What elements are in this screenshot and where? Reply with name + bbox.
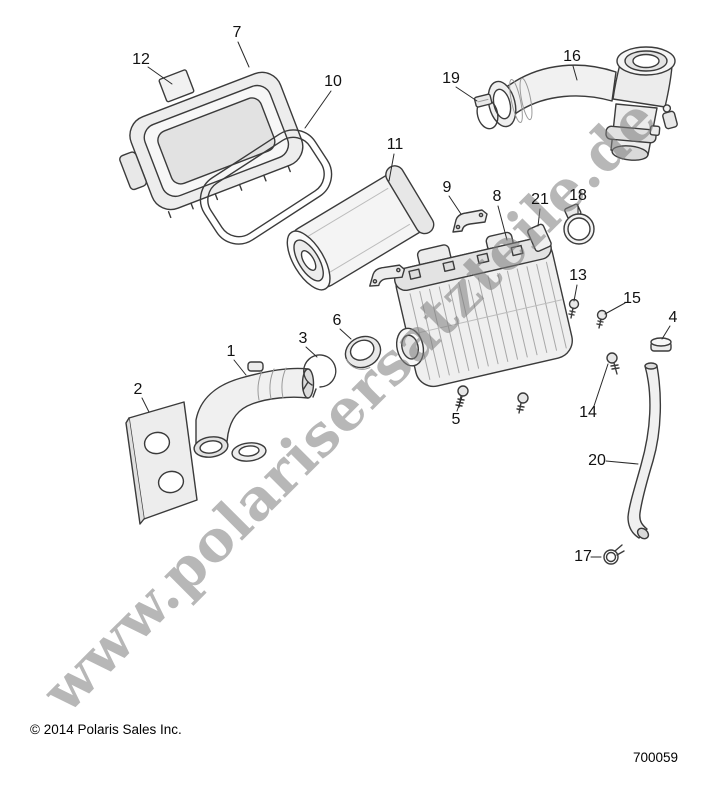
part-screw-15-drawing xyxy=(596,309,608,329)
callout-19: 19 xyxy=(442,70,460,87)
callout-5: 5 xyxy=(451,411,461,428)
part-clamp-17-drawing xyxy=(603,544,625,565)
callout-12: 12 xyxy=(132,51,150,68)
part-cap-4-drawing xyxy=(650,337,672,352)
part-clamp-3-drawing xyxy=(302,354,337,398)
part-ring-6-drawing xyxy=(344,335,382,370)
part-boot-drawing xyxy=(193,361,315,462)
callout-8: 8 xyxy=(492,188,502,205)
callout-10: 10 xyxy=(324,73,342,90)
part-clamp-18-drawing xyxy=(563,203,595,245)
callout-4: 4 xyxy=(668,309,678,326)
part-intake-duct-drawing xyxy=(487,46,678,161)
callout-2: 2 xyxy=(133,381,143,398)
callout-18: 18 xyxy=(569,187,587,204)
callout-6: 6 xyxy=(332,312,342,329)
part-filter-drawing xyxy=(286,165,435,291)
callout-16: 16 xyxy=(563,48,581,65)
figure-part-number: 700059 xyxy=(632,750,678,765)
part-bolt-drawing xyxy=(516,392,529,414)
callout-15: 15 xyxy=(623,290,641,307)
callout-9: 9 xyxy=(442,179,452,196)
part-pad-21-drawing xyxy=(527,223,552,252)
copyright-text: © 2014 Polaris Sales Inc. xyxy=(30,722,182,737)
part-cover-drawing xyxy=(119,71,304,219)
callout-1: 1 xyxy=(226,343,236,360)
callout-3: 3 xyxy=(298,330,308,347)
part-bracket-drawing xyxy=(452,209,488,233)
part-airbox-drawing xyxy=(393,231,573,388)
part-gasket-drawing xyxy=(199,129,333,245)
leader-lines xyxy=(141,41,671,558)
callout-7: 7 xyxy=(232,24,242,41)
callout-13: 13 xyxy=(569,267,587,284)
callout-17: 17 xyxy=(574,548,592,565)
callout-11: 11 xyxy=(386,136,404,153)
part-bracket-drawing xyxy=(369,264,406,287)
part-bolt-14-drawing xyxy=(606,352,620,375)
part-clamp-19-drawing xyxy=(473,93,499,130)
part-plate-drawing xyxy=(125,401,198,525)
callout-21: 21 xyxy=(531,191,549,208)
part-pad-12-drawing xyxy=(158,69,195,103)
part-drain-tube-drawing xyxy=(627,362,662,540)
callout-14: 14 xyxy=(579,404,597,421)
callout-20: 20 xyxy=(588,452,606,469)
